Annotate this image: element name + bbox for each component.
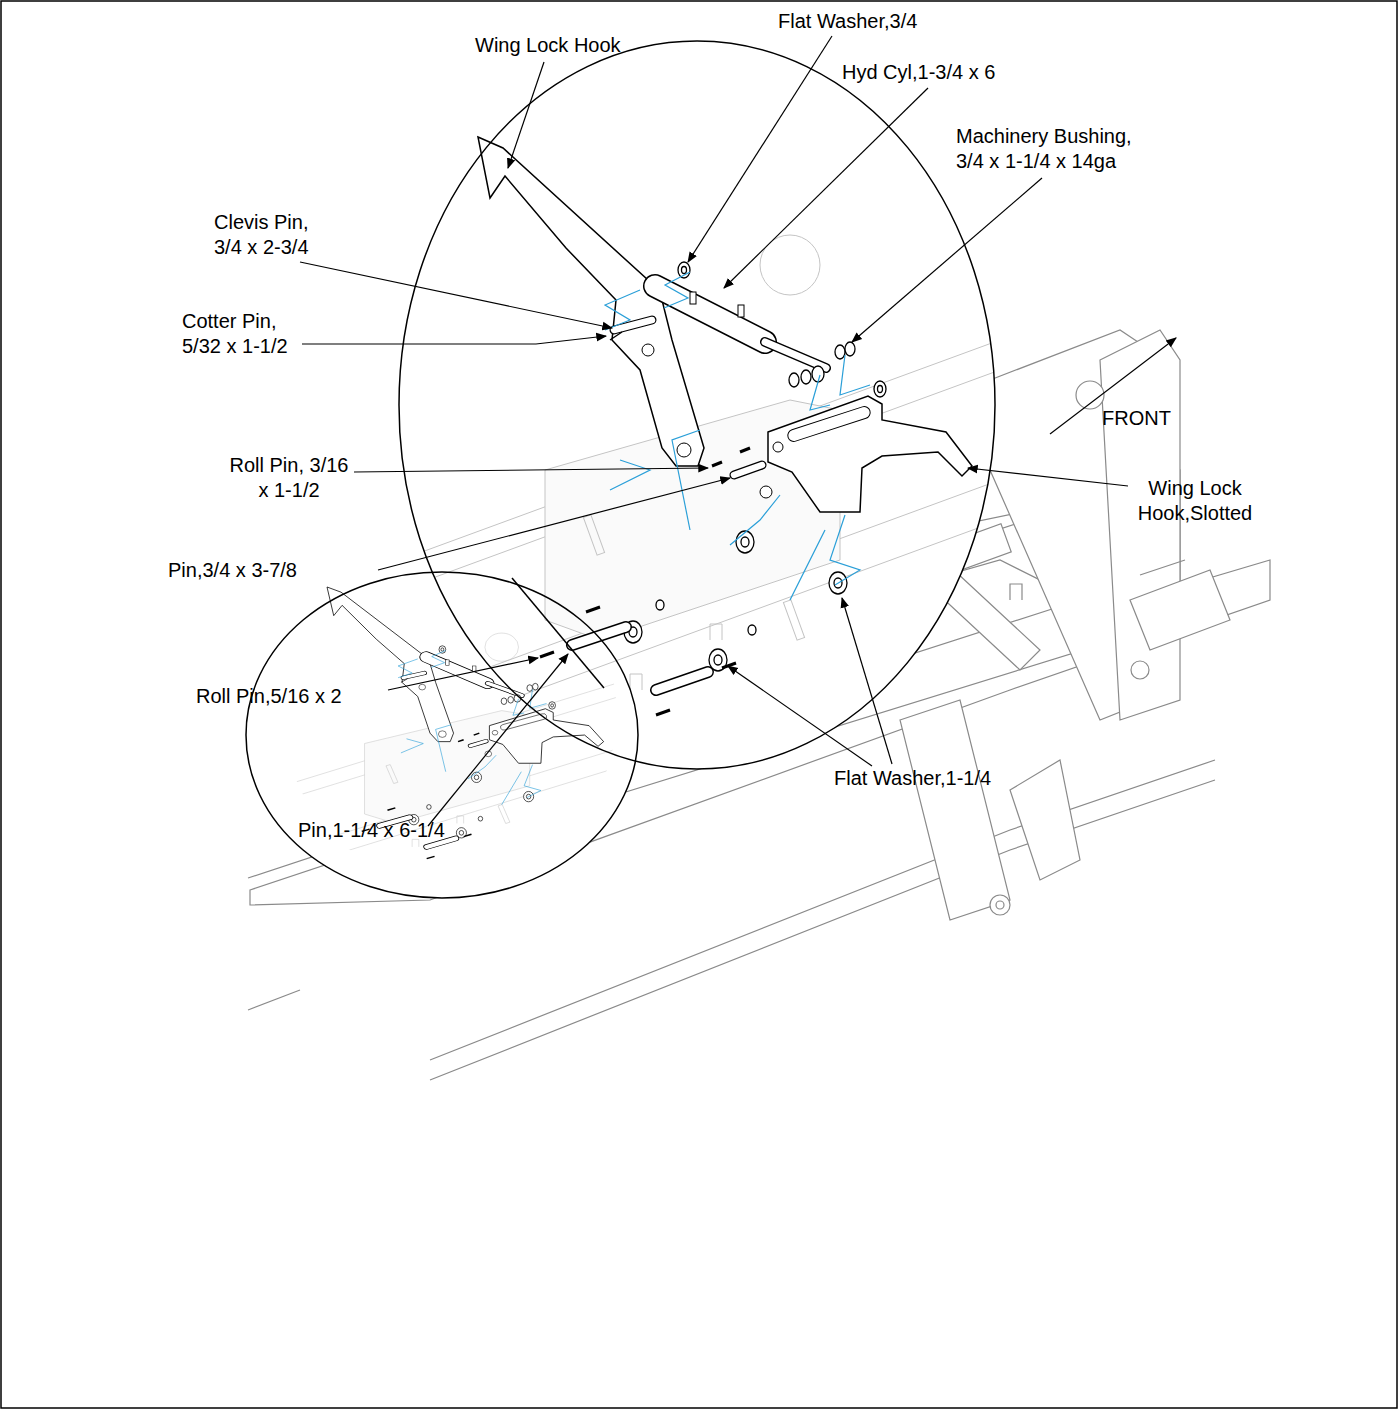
- drawing-path: [630, 624, 722, 690]
- part-label: Pin,1-1/4 x 6-1/4: [298, 818, 445, 843]
- assembly-lines: [605, 272, 870, 600]
- drawing-line: [586, 607, 600, 612]
- cylinder-barrel: [655, 286, 765, 342]
- drawing-polyline: [248, 990, 300, 1010]
- cylinder-rod-outline: [765, 342, 826, 368]
- drawing-line: [614, 320, 652, 330]
- hole: [773, 442, 783, 452]
- drawing-ellipse: [789, 373, 799, 387]
- detail-ellipse: [399, 41, 995, 769]
- drawing-line: [354, 468, 708, 472]
- drawing-line: [728, 666, 872, 766]
- part-label: Clevis Pin, 3/4 x 2-3/4: [214, 210, 332, 260]
- drawing-line: [712, 462, 722, 466]
- hole: [760, 486, 772, 498]
- drawing-line: [656, 672, 708, 690]
- part-label: Pin,3/4 x 3-7/8: [168, 558, 297, 583]
- cylinder-outline: [655, 286, 765, 342]
- drawing-line: [1050, 338, 1176, 434]
- drawing-ellipse: [656, 600, 664, 610]
- leader-lines: [300, 36, 1176, 826]
- drawing-line: [428, 654, 568, 826]
- drawing-polyline: [610, 460, 650, 490]
- drawing-line: [656, 710, 670, 715]
- drawing-ellipse: [682, 267, 687, 274]
- exploded-parts: [400, 137, 1000, 740]
- drawing-polygon: [1100, 330, 1180, 720]
- drawing-ellipse: [874, 381, 886, 397]
- drawing-line: [300, 262, 612, 328]
- drawing-line: [378, 478, 730, 570]
- drawing-line: [740, 448, 750, 452]
- drawing-line: [734, 465, 762, 475]
- drawing-circle: [1131, 661, 1149, 679]
- hole: [642, 344, 654, 356]
- drawing-polyline: [810, 375, 830, 410]
- drawing-polygon: [900, 700, 1010, 920]
- part-label: Roll Pin,5/16 x 2: [196, 684, 342, 709]
- part-label: Cotter Pin, 5/32 x 1-1/2: [182, 309, 300, 359]
- drawing-line: [968, 468, 1128, 486]
- port: [738, 305, 744, 317]
- direction-label: FRONT: [1102, 406, 1171, 431]
- drawing-rect: [583, 515, 604, 555]
- drawing-circle: [990, 895, 1010, 915]
- drawing-line: [852, 178, 1042, 342]
- drawing-polyline: [1140, 560, 1185, 575]
- slot: [786, 405, 871, 443]
- drawing-polyline: [830, 515, 860, 585]
- drawing-ellipse: [801, 370, 811, 384]
- overview-ellipse: [246, 572, 638, 898]
- hole: [677, 443, 691, 457]
- drawing-line: [572, 627, 626, 645]
- drawing-polyline: [840, 355, 870, 395]
- drawing-ellipse: [714, 655, 722, 665]
- drawing-line: [610, 332, 622, 340]
- part-label: Machinery Bushing, 3/4 x 1-1/4 x 14ga: [956, 124, 1156, 174]
- drawing-line: [688, 36, 832, 262]
- drawing-polyline: [302, 336, 606, 344]
- drawing-ellipse: [845, 342, 855, 356]
- drawing-polyline: [605, 290, 640, 330]
- overview-parts: [283, 587, 619, 870]
- part-label: Roll Pin, 3/16 x 1-1/2: [226, 453, 352, 503]
- drawing-line: [734, 465, 762, 475]
- port: [690, 292, 696, 304]
- drawing-line: [614, 320, 652, 330]
- drawing-line: [540, 652, 554, 657]
- drawing-polygon: [1010, 760, 1080, 880]
- drawing-ellipse: [736, 531, 754, 553]
- drawing-rect: [783, 600, 804, 640]
- pins: [540, 320, 762, 715]
- slotted-hook: [768, 396, 972, 512]
- drawing-line: [724, 88, 928, 288]
- drawing-ellipse: [835, 345, 845, 359]
- drawing-polyline: [672, 430, 700, 530]
- drawing-circle: [996, 901, 1004, 909]
- drawing-ellipse: [812, 366, 824, 382]
- detail-link: [512, 578, 604, 688]
- part-label: Flat Washer,1-1/4: [834, 766, 991, 791]
- drawing-polyline: [790, 530, 825, 600]
- drawing-line: [656, 672, 708, 690]
- drawing-polygon: [1130, 570, 1230, 650]
- cylinder-rod: [765, 342, 826, 368]
- drawing-line: [508, 62, 544, 168]
- part-label: Flat Washer,3/4: [778, 9, 917, 34]
- drawing-ellipse: [748, 625, 756, 635]
- background-frame: [400, 235, 1000, 740]
- drawing-circle: [1076, 381, 1104, 409]
- part-label: Hyd Cyl,1-3/4 x 6: [842, 60, 995, 85]
- drawing-line: [572, 627, 626, 645]
- drawing-line: [388, 658, 538, 690]
- part-label: Wing Lock Hook: [475, 33, 621, 58]
- drawing-ellipse: [878, 386, 883, 393]
- drawing-ellipse: [741, 537, 749, 547]
- part-label: Wing Lock Hook,Slotted: [1128, 476, 1262, 526]
- drawing-line: [842, 598, 892, 764]
- drawing-polyline: [664, 272, 690, 308]
- drawing-polyline: [730, 495, 780, 545]
